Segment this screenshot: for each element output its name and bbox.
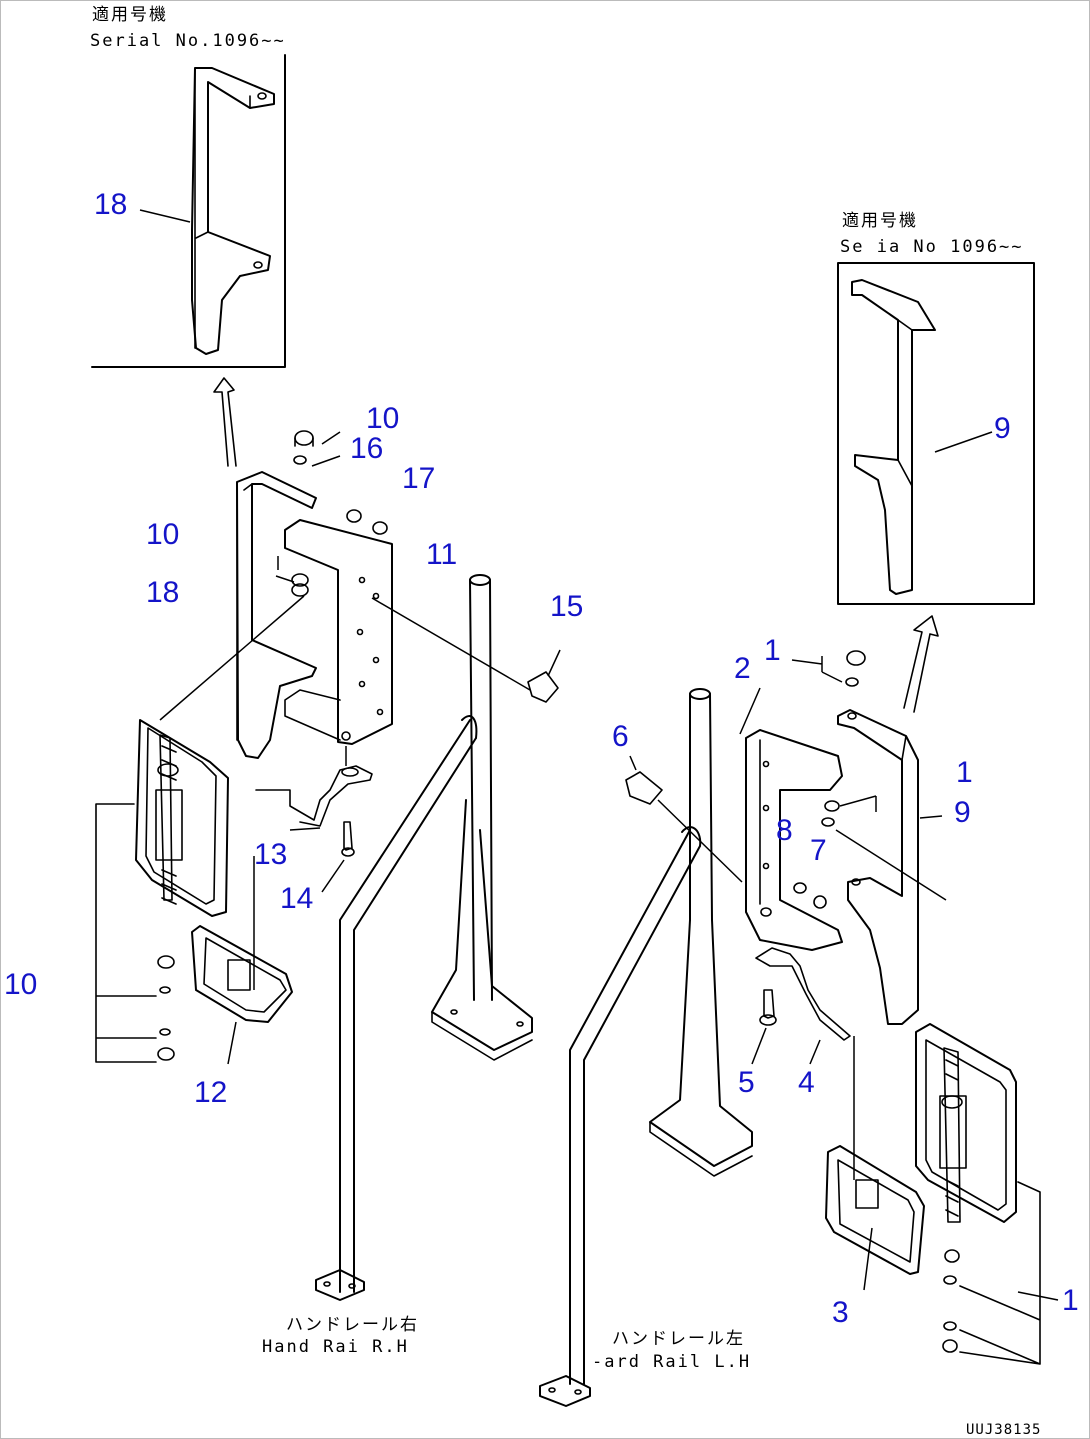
callout-4: 4 [798,1066,815,1099]
handrail-rh [315,574,533,1301]
mirror-glass-part-12 [191,856,293,1065]
u-bolt-part-15 [371,597,561,703]
callout-1-mid: 1 [956,756,973,789]
arrow-to-inset-left [213,377,237,467]
callout-14: 14 [280,882,313,915]
callout-5: 5 [738,1066,755,1099]
callout-1-low: 1 [1062,1284,1079,1317]
callout-16: 16 [350,432,383,465]
clamp-part-4 [755,947,851,1065]
serial-right-jp: 適用号機 [842,211,918,231]
callout-13: 13 [254,838,287,871]
callout-18-inset: 18 [94,188,127,221]
callout-8: 8 [776,814,793,847]
callout-10-low: 10 [4,968,37,1001]
callout-6: 6 [612,720,629,753]
stay-part-18-inset [191,67,275,355]
bracket-part-11 [284,519,393,745]
serial-right-en: Se ia No 1096~~ [840,237,1024,257]
inset-right: 適用号機 Se ia No 1096~~ [837,211,1035,605]
callout-12: 12 [194,1076,227,1109]
callouts: 18 10 16 17 10 11 18 15 13 14 10 12 9 1 … [4,188,1079,1329]
bolt-part-5 [751,989,777,1065]
inset-left: 適用号機 Serial No.1096~~ [90,5,286,368]
handrail-rh-jp: ハンドレール右 [286,1315,419,1335]
callout-15: 15 [550,590,583,623]
clamp-part-13 [255,746,373,831]
mirror-glass-part-3 [825,1036,925,1291]
mirror-lh [915,1023,1059,1365]
callout-18: 18 [146,576,179,609]
callout-11: 11 [426,538,457,571]
nut-washer-top [275,430,388,597]
callout-1-top: 1 [764,634,781,667]
serial-left-en: Serial No.1096~~ [90,31,286,51]
bracket-part-2 [739,687,843,951]
arrow-to-inset-right [903,615,939,713]
bolt-part-14 [321,821,355,893]
nut-washer-right-top [791,650,947,901]
callout-9: 9 [954,796,971,829]
handrail-lh [539,688,753,1407]
callout-10-mid: 10 [146,518,179,551]
callout-2: 2 [734,652,751,685]
stay-part-9 [837,709,943,1025]
callout-17: 17 [402,462,435,495]
handrail-rh-en: Hand Rai R.H [262,1337,409,1357]
stay-part-9-inset [851,279,936,595]
serial-left-jp: 適用号機 [92,5,168,25]
mirror-rh [95,595,305,1063]
callout-10-top: 10 [366,402,399,435]
handrail-lh-jp: ハンドレール左 [612,1329,745,1349]
callout-3: 3 [832,1296,849,1329]
handrail-lh-en: -ard Rail L.H [592,1352,751,1372]
u-bolt-part-6 [625,755,743,883]
callout-7: 7 [810,834,827,867]
callout-9-inset: 9 [994,412,1011,445]
stay-part-18 [236,471,317,759]
drawing-code: UUJ38135 [966,1422,1041,1438]
